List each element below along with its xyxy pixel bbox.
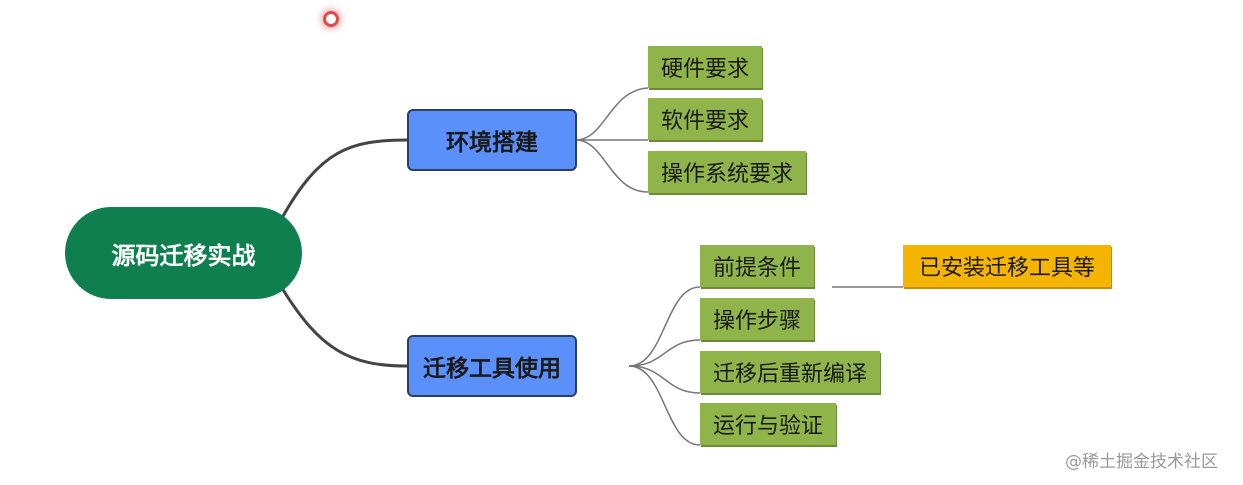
connector-branch-2-leaf-1 (628, 286, 701, 367)
detail-migration-tool-installed[interactable]: 已安装迁移工具等 (903, 245, 1112, 287)
connector-branch-2-leaf-4 (628, 365, 701, 446)
connector-root-to-branch-1 (280, 138, 408, 219)
leaf-os-requirements[interactable]: 操作系统要求 (648, 151, 807, 193)
connector-branch-2-leaf-3 (628, 365, 701, 394)
connector-branch-2-leaf-2 (628, 339, 701, 367)
watermark: @稀土掘金技术社区 (1065, 452, 1218, 472)
leaf-prerequisites[interactable]: 前提条件 (700, 245, 815, 287)
root-topic[interactable]: 源码迁移实战 (65, 207, 302, 299)
connector-branch-1-leaf-3 (575, 139, 649, 193)
leaf-operation-steps[interactable]: 操作步骤 (700, 298, 815, 340)
branch-environment-setup[interactable]: 环境搭建 (407, 109, 577, 171)
leaf-run-and-verify[interactable]: 运行与验证 (700, 403, 837, 445)
pointer-indicator-icon (323, 11, 339, 27)
leaf-recompile-after-migration[interactable]: 迁移后重新编译 (700, 351, 881, 393)
branch-migration-tool-usage[interactable]: 迁移工具使用 (407, 335, 577, 397)
leaf-software-requirements[interactable]: 软件要求 (648, 98, 763, 140)
connector-branch-1-leaf-1 (575, 87, 649, 141)
connector-root-to-branch-2 (280, 287, 408, 368)
leaf-hardware-requirements[interactable]: 硬件要求 (648, 46, 763, 88)
